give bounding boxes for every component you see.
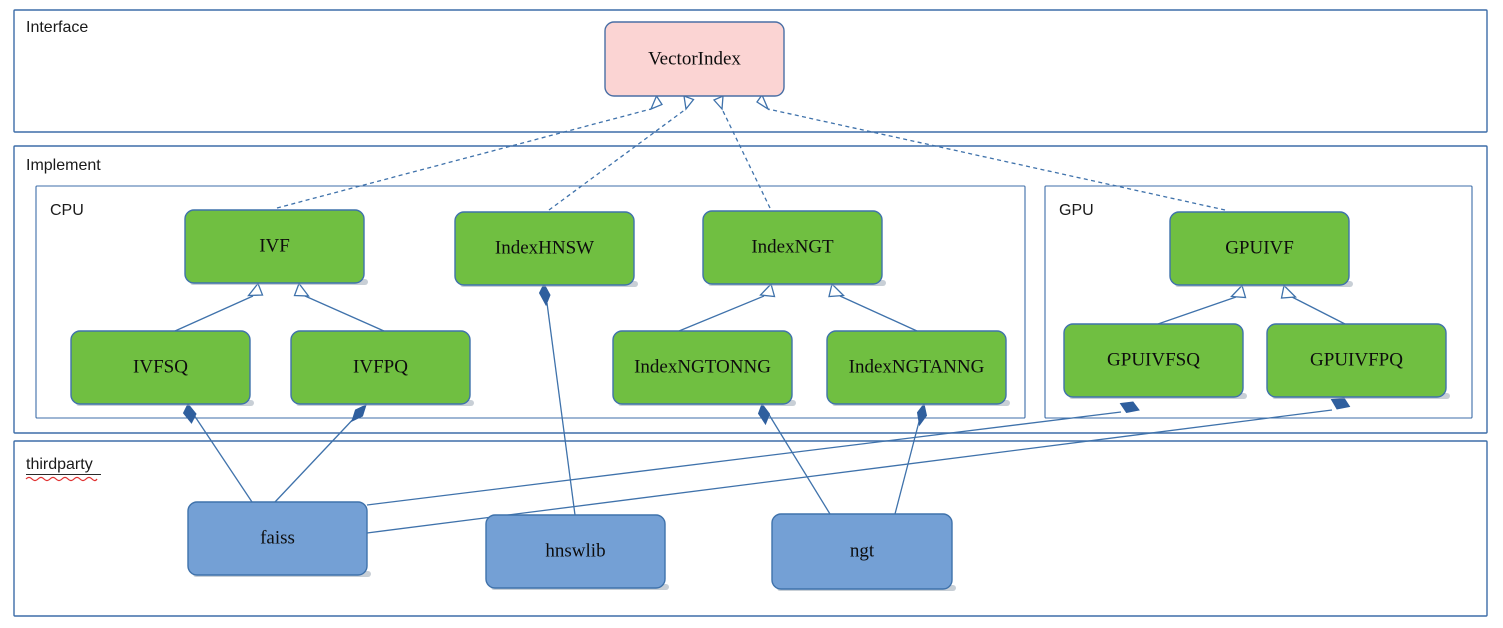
- node-gpuivfpq[interactable]: GPUIVFPQ: [1266, 323, 1450, 399]
- edge-ivfsq-to-ivf: [174, 282, 264, 332]
- node-ivf[interactable]: IVF: [184, 209, 368, 285]
- edge-ivf-to-vectorindex: [276, 94, 663, 209]
- node-indexngtonng[interactable]: IndexNGTONNG: [612, 330, 796, 406]
- node-gpuivf[interactable]: GPUIVF: [1169, 211, 1353, 287]
- node-faiss[interactable]: faiss: [187, 501, 371, 577]
- node-indexngt[interactable]: IndexNGT: [702, 210, 886, 286]
- node-label-ivf: IVF: [259, 235, 290, 256]
- node-label-ivfpq: IVFPQ: [353, 356, 408, 377]
- node-label-gpuivfsq: GPUIVFSQ: [1107, 349, 1200, 370]
- edge-gpuivf-to-vectorindex: [756, 93, 1226, 211]
- node-vectorindex[interactable]: VectorIndex: [604, 21, 785, 97]
- spellcheck-squiggle-icon: [25, 476, 98, 482]
- edge-ngt-to-indexngtonng: [757, 402, 831, 515]
- node-label-ivfsq: IVFSQ: [133, 356, 188, 377]
- edge-ngt-to-indexngtanng: [894, 402, 928, 515]
- edge-faiss-to-ivfpq: [274, 404, 367, 503]
- edge-faiss-to-ivfsq: [182, 403, 253, 503]
- container-thirdparty: thirdparty: [13, 440, 1488, 617]
- edge-gpuivfpq-to-gpuivf: [1280, 284, 1346, 325]
- edge-indexngt-to-vectorindex: [712, 94, 771, 209]
- node-label-indexngt: IndexNGT: [751, 236, 834, 257]
- node-ngt[interactable]: ngt: [771, 513, 956, 591]
- edge-indexhnsw-to-vectorindex: [548, 95, 695, 211]
- node-label-faiss: faiss: [260, 527, 295, 548]
- node-label-indexhnsw: IndexHNSW: [495, 237, 594, 258]
- edge-ivfpq-to-ivf: [293, 282, 385, 332]
- node-hnswlib[interactable]: hnswlib: [485, 514, 669, 590]
- node-label-hnswlib: hnswlib: [545, 540, 605, 561]
- container-label-interface: Interface: [26, 19, 88, 36]
- node-label-vectorindex: VectorIndex: [648, 48, 741, 69]
- node-label-ngt: ngt: [850, 540, 875, 561]
- edge-gpuivfsq-to-gpuivf: [1157, 284, 1247, 325]
- node-ivfpq[interactable]: IVFPQ: [290, 330, 474, 406]
- node-label-gpuivf: GPUIVF: [1225, 237, 1294, 258]
- node-indexngtanng[interactable]: IndexNGTANNG: [826, 330, 1010, 406]
- container-label-thirdparty: thirdparty: [26, 456, 93, 473]
- node-ivfsq[interactable]: IVFSQ: [70, 330, 254, 406]
- edge-indexngtanng-to-indexngt: [828, 282, 918, 332]
- container-label-cpu: CPU: [50, 202, 84, 219]
- node-label-indexngtanng: IndexNGTANNG: [849, 356, 985, 377]
- edge-faiss-to-gpuivfsq: [366, 401, 1140, 506]
- edge-indexngtonng-to-indexngt: [678, 282, 776, 332]
- edge-hnswlib-to-indexhnsw: [538, 282, 576, 516]
- node-gpuivfsq[interactable]: GPUIVFSQ: [1063, 323, 1247, 399]
- container-label-gpu: GPU: [1059, 202, 1094, 219]
- node-indexhnsw[interactable]: IndexHNSW: [454, 211, 638, 287]
- container-label-implement: Implement: [26, 157, 101, 174]
- node-label-gpuivfpq: GPUIVFPQ: [1310, 349, 1403, 370]
- node-label-indexngtonng: IndexNGTONNG: [634, 356, 771, 377]
